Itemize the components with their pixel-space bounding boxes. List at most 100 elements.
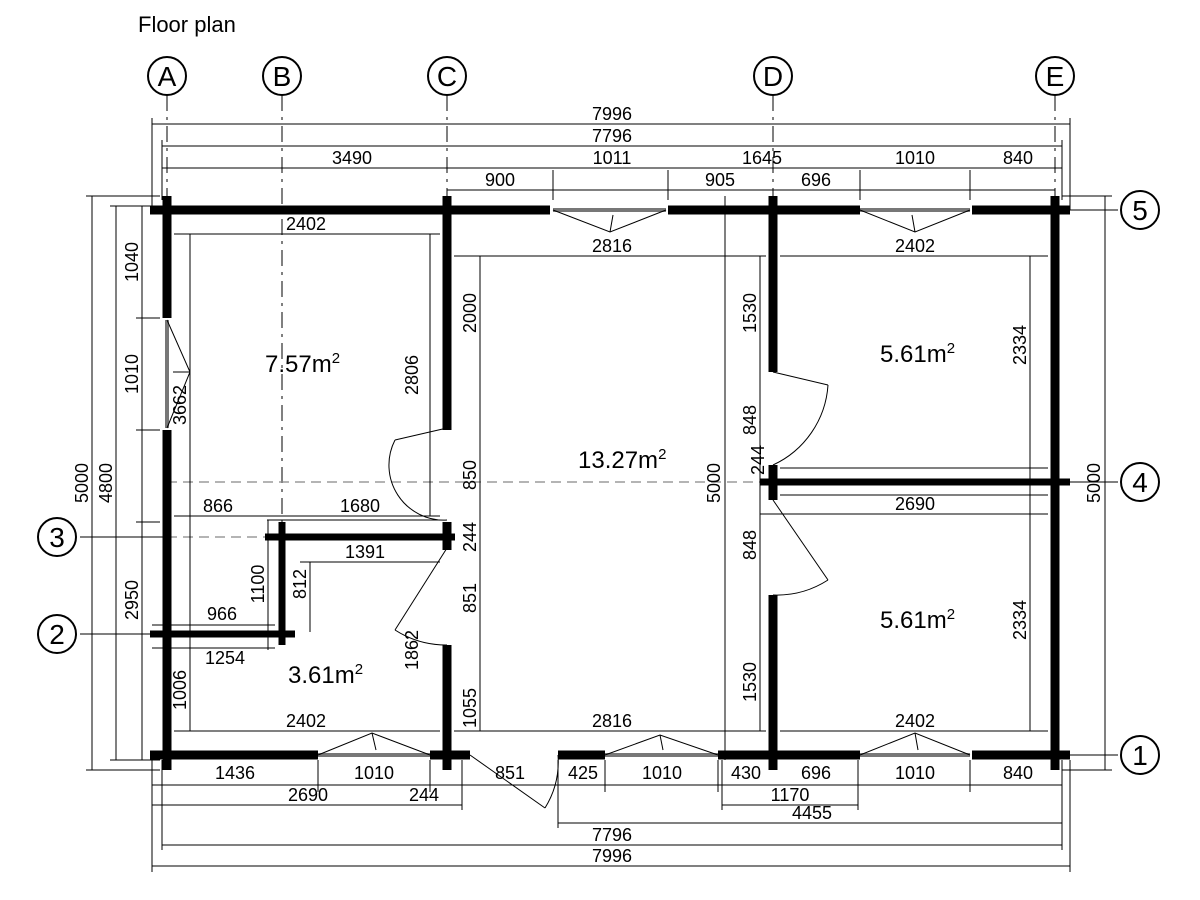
dim-3662: 3662: [170, 385, 190, 425]
grid-circle-1: [1120, 735, 1160, 775]
dim-2806: 2806: [402, 355, 422, 395]
dim-bottom-1170: 1170: [771, 785, 810, 805]
dim-850: 850: [460, 460, 480, 490]
grid-label-c: C: [437, 61, 457, 92]
dim-top-840: 840: [1003, 148, 1033, 168]
dimensions-top: 7996 7796 3490 1645 900 1011 905 696 101…: [332, 104, 1033, 190]
dim-bottom-851: 851: [495, 763, 525, 783]
dim-1680: 1680: [340, 496, 380, 516]
dim-851: 851: [460, 583, 480, 613]
dim-left-2950: 2950: [122, 580, 142, 620]
grid-circle-3: [37, 517, 77, 557]
area-room-bottom-right: 5.61m2: [880, 606, 955, 634]
dim-top-1010: 1010: [895, 148, 935, 168]
page-title: Floor plan: [138, 12, 236, 37]
area-room-top-left: 7.57m2: [265, 350, 340, 378]
grid-label-5: 5: [1132, 195, 1148, 226]
grid-label-b: B: [273, 61, 292, 92]
dim-1100: 1100: [248, 565, 268, 604]
dim-bottom-1010a: 1010: [354, 763, 394, 783]
dim-812: 812: [290, 569, 310, 599]
dim-bottom-1010b: 1010: [642, 763, 682, 783]
dim-left-1010: 1010: [122, 354, 142, 394]
dim-bottom-430: 430: [731, 763, 761, 783]
dim-center-5000: 5000: [704, 463, 724, 503]
dim-2000: 2000: [460, 293, 480, 333]
grid-label-3: 3: [49, 522, 65, 553]
dim-2402-top-right: 2402: [895, 236, 935, 256]
area-room-small: 3.61m2: [288, 661, 363, 689]
dim-top-1011: 1011: [593, 148, 632, 168]
windows: [165, 208, 971, 757]
dim-bottom-4455: 4455: [792, 803, 832, 823]
dim-2816-top: 2816: [592, 236, 632, 256]
dim-bottom-244: 244: [409, 785, 439, 805]
dim-848-top: 848: [740, 405, 760, 435]
grid-label-1: 1: [1132, 740, 1148, 771]
grid-label-d: D: [763, 61, 783, 92]
dimensions-bottom: 1436 1010 851 425 1010 430 696 1010 840 …: [215, 763, 1033, 866]
dimension-lines: [86, 118, 1112, 872]
dim-bottom-7796: 7796: [592, 825, 632, 845]
grid-circle-d: [753, 56, 793, 96]
dim-1530-top: 1530: [740, 293, 760, 333]
dim-top-7796: 7796: [592, 126, 632, 146]
dim-top-905: 905: [705, 170, 735, 190]
dim-2402-bottom-right: 2402: [895, 711, 935, 731]
dim-bottom-1010c: 1010: [895, 763, 935, 783]
dim-866: 866: [203, 496, 233, 516]
dim-top-696: 696: [801, 170, 831, 190]
grid-circle-b: [262, 56, 302, 96]
dim-2816-bottom: 2816: [592, 711, 632, 731]
dimensions-vertical: 5000 4800 1040 1010 2950 5000 1006 3662 …: [72, 242, 1104, 728]
dim-bottom-1436: 1436: [215, 763, 255, 783]
dim-left-4800: 4800: [96, 463, 116, 503]
grid-circle-c: [427, 56, 467, 96]
dim-bottom-2690: 2690: [288, 785, 328, 805]
dim-966: 966: [207, 604, 237, 624]
interior-walls: [150, 196, 1070, 770]
dim-top-1645: 1645: [742, 148, 782, 168]
dim-left-1040: 1040: [122, 242, 142, 282]
grid-label-e: E: [1046, 61, 1065, 92]
dim-1530-bottom: 1530: [740, 662, 760, 702]
area-room-center: 13.27m2: [578, 446, 666, 474]
doors: [388, 371, 829, 809]
grid-label-4: 4: [1132, 467, 1148, 498]
dim-1862: 1862: [402, 630, 422, 670]
dim-1006: 1006: [170, 670, 190, 710]
dim-244-d: 244: [748, 445, 768, 475]
dim-top-900: 900: [485, 170, 515, 190]
dim-2402-top-left: 2402: [286, 214, 326, 234]
dim-top-3490: 3490: [332, 148, 372, 168]
room-areas: 7.57m2 13.27m2 5.61m2 5.61m2 3.61m2: [265, 340, 955, 689]
grid-markers: A B C D E 5 4 1 3 2: [37, 56, 1160, 775]
grid-circle-2: [37, 614, 77, 654]
dim-2402-bottom-left: 2402: [286, 711, 326, 731]
dim-2690-row4: 2690: [895, 494, 935, 514]
dimensions-inner-horizontal: 2402 2816 2402 2402 2816 2402 2690 866 1…: [203, 214, 935, 731]
grid-circle-5: [1120, 190, 1160, 230]
dim-top-7996: 7996: [592, 104, 632, 124]
grid-label-a: A: [158, 61, 177, 92]
dim-bottom-7996: 7996: [592, 846, 632, 866]
inner-wall-faces: [174, 196, 1048, 760]
dim-244: 244: [460, 522, 480, 552]
dim-848-bottom: 848: [740, 530, 760, 560]
area-room-top-right: 5.61m2: [880, 340, 955, 368]
grid-label-2: 2: [49, 619, 65, 650]
dim-bottom-696: 696: [801, 763, 831, 783]
dim-2334-top: 2334: [1010, 325, 1030, 365]
grid-circle-e: [1035, 56, 1075, 96]
dim-bottom-840: 840: [1003, 763, 1033, 783]
dim-1391: 1391: [345, 542, 385, 562]
grid-circle-4: [1120, 462, 1160, 502]
dim-2334-bottom: 2334: [1010, 600, 1030, 640]
grid-circle-a: [147, 56, 187, 96]
dim-bottom-425: 425: [568, 763, 598, 783]
dim-right-5000: 5000: [1084, 463, 1104, 503]
dim-1055: 1055: [460, 688, 480, 728]
dim-left-5000: 5000: [72, 463, 92, 503]
dim-1254: 1254: [205, 648, 245, 668]
